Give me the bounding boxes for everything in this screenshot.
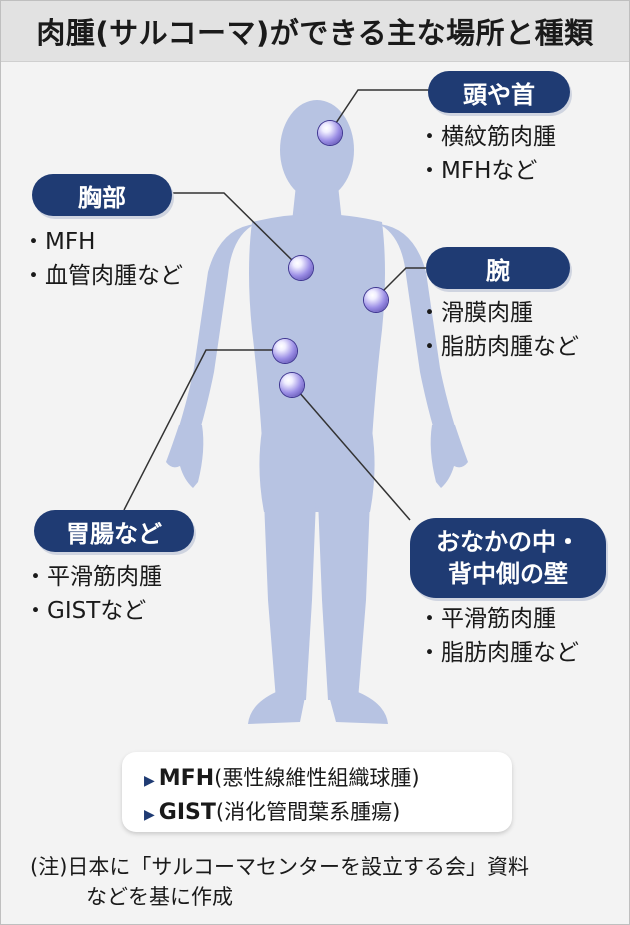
triangle-right-icon: ▶ [144, 773, 155, 789]
legend-desc: (悪性線維性組織球腫) [214, 766, 420, 790]
label-gastrointestinal: 胃腸など [34, 510, 194, 552]
tumor-marker-gut [273, 339, 297, 363]
leader-arm [375, 267, 426, 299]
legend-abbr: MFH [158, 766, 215, 791]
leader-chest [170, 192, 301, 269]
list-chest: MFH 血管肉腫など [22, 225, 183, 293]
tumor-marker-abdomen [280, 373, 304, 397]
label-line-1: おなかの中・ [436, 528, 580, 556]
legend-abbr: GIST [158, 800, 216, 825]
list-abdomen-back-wall: 平滑筋肉腫 脂肪肉腫など [418, 602, 579, 670]
label-arm: 腕 [426, 247, 570, 289]
list-item: MFH [22, 225, 183, 259]
abbreviation-legend: ▶MFH(悪性線維性組織球腫) ▶GIST(消化管間葉系腫瘍) [122, 752, 512, 832]
legend-row-mfh: ▶MFH(悪性線維性組織球腫) [144, 762, 420, 792]
list-item: 横紋筋肉腫 [418, 120, 556, 154]
label-head-neck: 頭や首 [428, 71, 570, 113]
body-left-hand [166, 425, 204, 488]
body-hips [259, 430, 375, 512]
list-item: 脂肪肉腫など [418, 330, 579, 364]
tumor-marker-chest [289, 256, 313, 280]
label-abdomen-back-wall: おなかの中・ 背中側の壁 [410, 518, 606, 598]
tumor-marker-arm [364, 288, 388, 312]
list-item: 平滑筋肉腫 [418, 602, 579, 636]
human-body-silhouette [166, 100, 468, 724]
list-item: 脂肪肉腫など [418, 636, 579, 670]
tumor-marker-head [318, 121, 342, 145]
leader-head [329, 89, 430, 133]
body-neck [292, 185, 342, 222]
body-left-leg [264, 500, 316, 700]
body-left-arm [178, 224, 255, 430]
label-line-2: 背中側の壁 [448, 560, 568, 588]
leader-abdomen [291, 383, 411, 521]
body-right-foot [328, 692, 388, 724]
triangle-right-icon: ▶ [144, 807, 155, 823]
leader-gut [123, 349, 284, 511]
label-chest: 胸部 [32, 174, 172, 216]
body-right-hand [430, 425, 468, 488]
body-right-leg [318, 500, 370, 700]
list-arm: 滑膜肉腫 脂肪肉腫など [418, 296, 579, 364]
legend-row-gist: ▶GIST(消化管間葉系腫瘍) [144, 796, 400, 826]
source-note-line-1: (注)日本に「サルコーマセンターを設立する会」資料 [30, 855, 529, 879]
list-item: 滑膜肉腫 [418, 296, 579, 330]
body-left-foot [248, 692, 306, 724]
list-gastrointestinal: 平滑筋肉腫 GISTなど [24, 560, 162, 628]
list-item: MFHなど [418, 154, 556, 188]
list-item: GISTなど [24, 594, 162, 628]
source-note: (注)日本に「サルコーマセンターを設立する会」資料 などを基に作成 [30, 852, 529, 912]
legend-desc: (消化管間葉系腫瘍) [215, 800, 401, 824]
list-head-neck: 横紋筋肉腫 MFHなど [418, 120, 556, 188]
list-item: 血管肉腫など [22, 259, 183, 293]
figure-title: 肉腫(サルコーマ)ができる主な場所と種類 [1, 1, 629, 62]
source-note-line-2: などを基に作成 [86, 885, 233, 909]
list-item: 平滑筋肉腫 [24, 560, 162, 594]
